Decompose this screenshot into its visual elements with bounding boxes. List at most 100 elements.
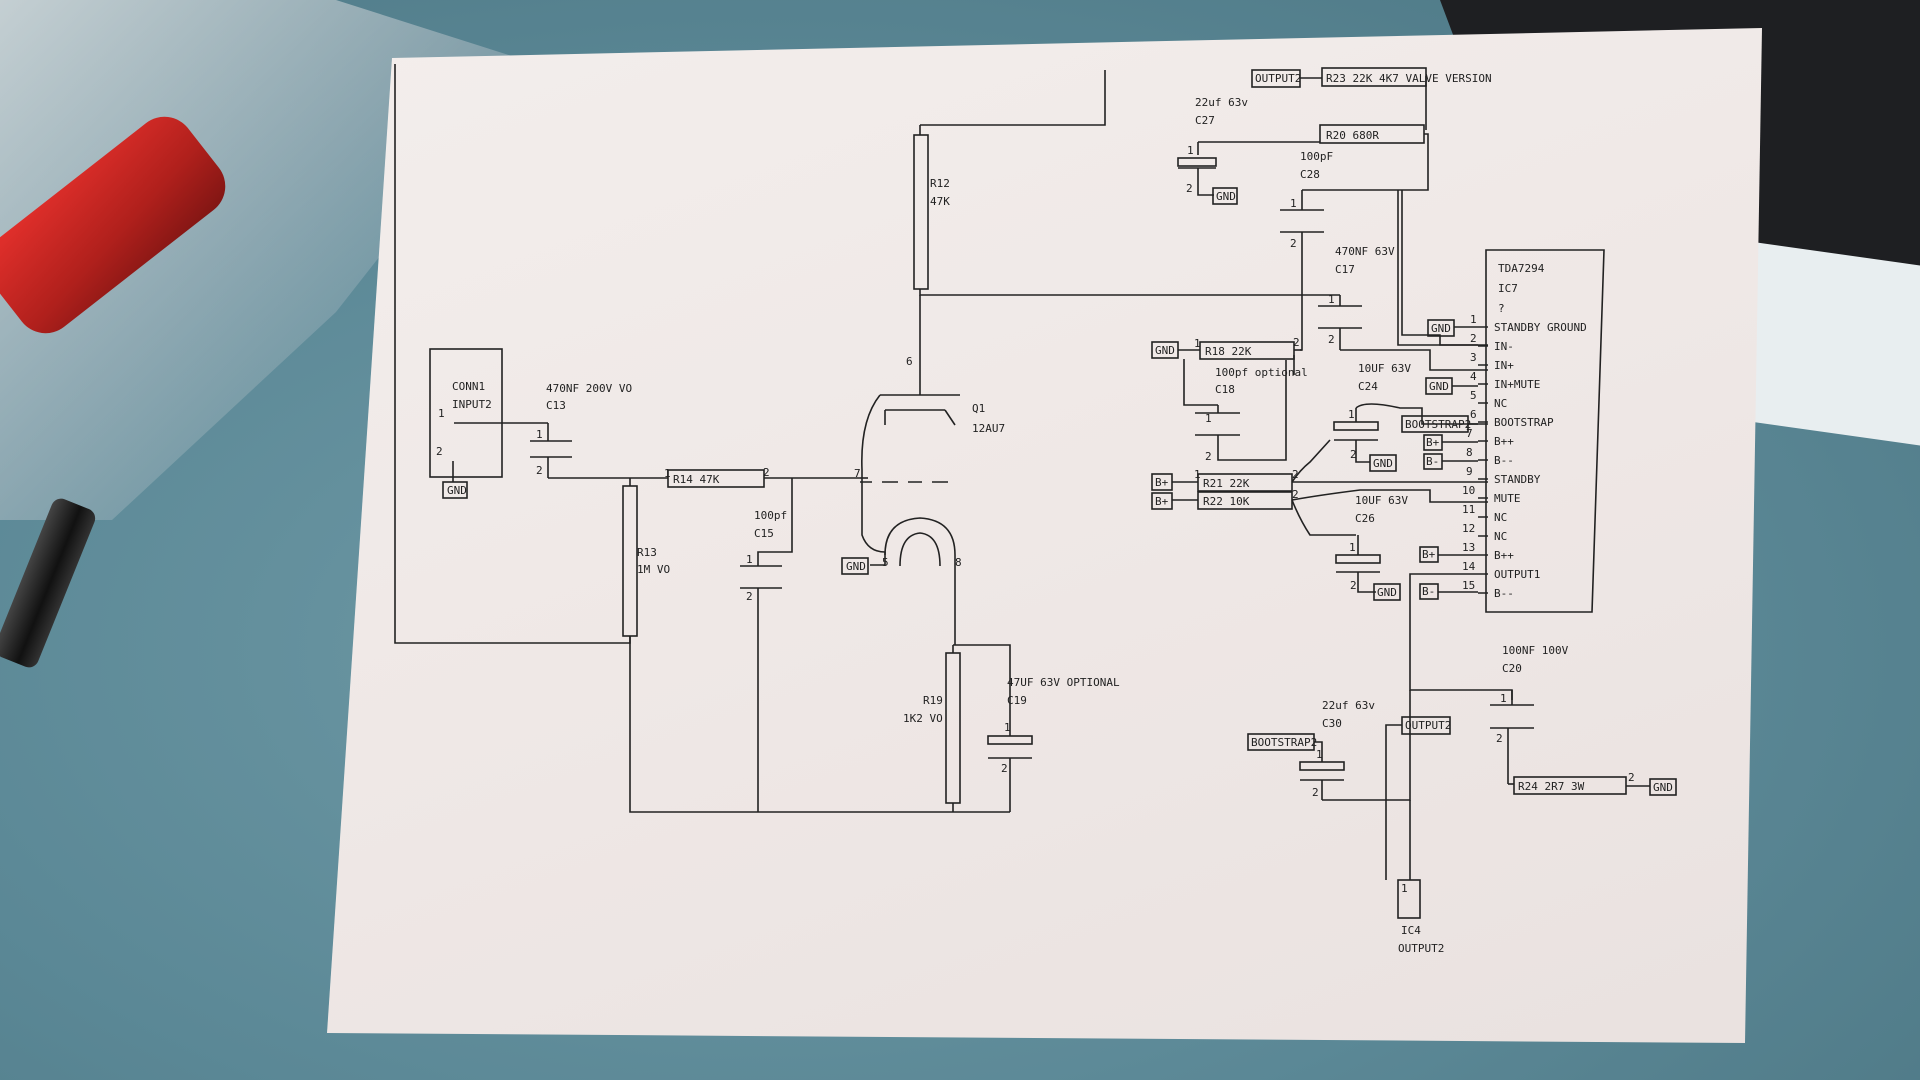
r21-label: R21 22K xyxy=(1203,477,1250,490)
svg-text:B++: B++ xyxy=(1494,435,1514,448)
ic7-tda7294: TDA7294 IC7 ? 1 STANDBY GROUND 2 IN- 3 I… xyxy=(1462,249,1605,613)
r12-value: 47K xyxy=(930,195,950,208)
svg-text:2: 2 xyxy=(1205,450,1212,463)
svg-text:13: 13 xyxy=(1462,541,1475,554)
svg-text:NC: NC xyxy=(1494,397,1507,410)
svg-text:1: 1 xyxy=(1328,293,1335,306)
c28-capacitor: 100pF C28 1 2 xyxy=(1280,150,1333,258)
svg-text:2: 2 xyxy=(1328,333,1335,346)
svg-text:2: 2 xyxy=(1628,771,1635,784)
c30-ref: C30 xyxy=(1322,717,1342,730)
r14-resistor: R14 47K 1 2 xyxy=(664,466,770,488)
gnd-label-c26: GND xyxy=(1377,586,1397,599)
c18-capacitor: 100pf optional C18 1 2 xyxy=(1183,355,1308,463)
svg-text:2: 2 xyxy=(536,464,543,477)
gnd-label-tube: GND xyxy=(846,560,866,573)
svg-text:8: 8 xyxy=(955,556,962,569)
bootstrap2-label-ic: BOOTSTRAP2 xyxy=(1405,418,1471,431)
r19-value: 1K2 VO xyxy=(903,712,943,725)
r20-resistor: R20 680R xyxy=(1319,124,1425,144)
svg-text:9: 9 xyxy=(1466,465,1473,478)
c24-capacitor: 10UF 63V C24 1 2 xyxy=(1333,362,1411,463)
r24-resistor: R24 2R7 3W 2 xyxy=(1513,771,1635,795)
c28-ref: C28 xyxy=(1300,168,1320,181)
svg-text:OUTPUT1: OUTPUT1 xyxy=(1494,568,1540,581)
bootstrap2-label-bottom: BOOTSTRAP2 xyxy=(1251,736,1317,749)
r13-resistor: R13 1M VO xyxy=(622,485,670,637)
svg-text:2: 2 xyxy=(1290,237,1297,250)
svg-text:12: 12 xyxy=(1462,522,1475,535)
c20-value: 100NF 100V xyxy=(1502,644,1569,657)
svg-text:1: 1 xyxy=(746,553,753,566)
r12-ref: R12 xyxy=(930,177,950,190)
svg-text:B++: B++ xyxy=(1494,549,1514,562)
ic7-ref: IC7 xyxy=(1498,282,1518,295)
svg-text:MUTE: MUTE xyxy=(1494,492,1521,505)
svg-text:BOOTSTRAP: BOOTSTRAP xyxy=(1494,416,1554,429)
c15-ref: C15 xyxy=(754,527,774,540)
output2-label-top: OUTPUT2 xyxy=(1255,72,1301,85)
c27-value: 22uf 63v xyxy=(1195,96,1248,109)
r23-label: R23 22K 4K7 VALVE VERSION xyxy=(1326,72,1492,85)
svg-text:1: 1 xyxy=(1500,692,1507,705)
svg-text:2: 2 xyxy=(763,466,770,479)
gnd-label-conn1: GND xyxy=(447,484,467,497)
conn1-name: INPUT2 xyxy=(452,398,492,411)
svg-text:IN-: IN- xyxy=(1494,340,1514,353)
svg-text:1: 1 xyxy=(1004,721,1011,734)
output2-label-bottom: OUTPUT2 xyxy=(1405,719,1451,732)
svg-text:B--: B-- xyxy=(1494,454,1514,467)
r13-value: 1M VO xyxy=(637,563,670,576)
svg-text:1: 1 xyxy=(1187,144,1194,157)
r12-resistor: R12 47K xyxy=(913,134,950,290)
svg-text:2: 2 xyxy=(1496,732,1503,745)
c13-ref: C13 xyxy=(546,399,566,412)
c28-value: 100pF xyxy=(1300,150,1333,163)
svg-text:NC: NC xyxy=(1494,511,1507,524)
svg-text:STANDBY: STANDBY xyxy=(1494,473,1541,486)
svg-text:2: 2 xyxy=(1312,786,1319,799)
svg-text:7: 7 xyxy=(854,467,861,480)
svg-text:1: 1 xyxy=(1316,748,1323,761)
svg-text:14: 14 xyxy=(1462,560,1476,573)
svg-text:1: 1 xyxy=(1194,468,1201,481)
svg-text:5: 5 xyxy=(1470,389,1477,402)
svg-text:1: 1 xyxy=(1349,541,1356,554)
svg-text:1: 1 xyxy=(664,467,671,480)
svg-text:1: 1 xyxy=(1470,313,1477,326)
q1-tube: 6 7 5 8 Q1 12AU7 xyxy=(854,355,1005,569)
c17-value: 470NF 63V xyxy=(1335,245,1395,258)
svg-text:1: 1 xyxy=(536,428,543,441)
c19-value: 47UF 63V OPTIONAL xyxy=(1007,676,1120,689)
svg-text:IN+MUTE: IN+MUTE xyxy=(1494,378,1540,391)
c30-capacitor: 22uf 63v C30 1 2 xyxy=(1299,699,1402,800)
r19-resistor: R19 1K2 VO xyxy=(903,652,961,804)
ic4-ref: IC4 xyxy=(1401,924,1421,937)
c19-ref: C19 xyxy=(1007,694,1027,707)
r18-label: R18 22K xyxy=(1205,345,1252,358)
r24-label: R24 2R7 3W xyxy=(1518,780,1585,793)
c27-ref: C27 xyxy=(1195,114,1215,127)
svg-text:2: 2 xyxy=(1350,579,1357,592)
svg-text:4: 4 xyxy=(1470,370,1477,383)
svg-text:6: 6 xyxy=(1470,408,1477,421)
c13-value: 470NF 200V VO xyxy=(546,382,632,395)
svg-text:1: 1 xyxy=(1290,197,1297,210)
gnd-label-c27: GND xyxy=(1216,190,1236,203)
svg-text:STANDBY GROUND: STANDBY GROUND xyxy=(1494,321,1587,334)
c27-capacitor: 22uf 63v C27 1 2 xyxy=(1177,96,1248,196)
svg-text:15: 15 xyxy=(1462,579,1475,592)
c17-ref: C17 xyxy=(1335,263,1355,276)
svg-text:3: 3 xyxy=(1470,351,1477,364)
q1-value: 12AU7 xyxy=(972,422,1005,435)
c15-value: 100pf xyxy=(754,509,787,522)
svg-text:2: 2 xyxy=(1292,488,1299,501)
c19-capacitor: 47UF 63V OPTIONAL C19 1 2 xyxy=(987,676,1120,812)
bplus-label-r22: B+ xyxy=(1155,495,1169,508)
c20-ref: C20 xyxy=(1502,662,1522,675)
svg-text:2: 2 xyxy=(1470,332,1477,345)
ic4-name: OUTPUT2 xyxy=(1398,942,1444,955)
r22-label: R22 10K xyxy=(1203,495,1250,508)
